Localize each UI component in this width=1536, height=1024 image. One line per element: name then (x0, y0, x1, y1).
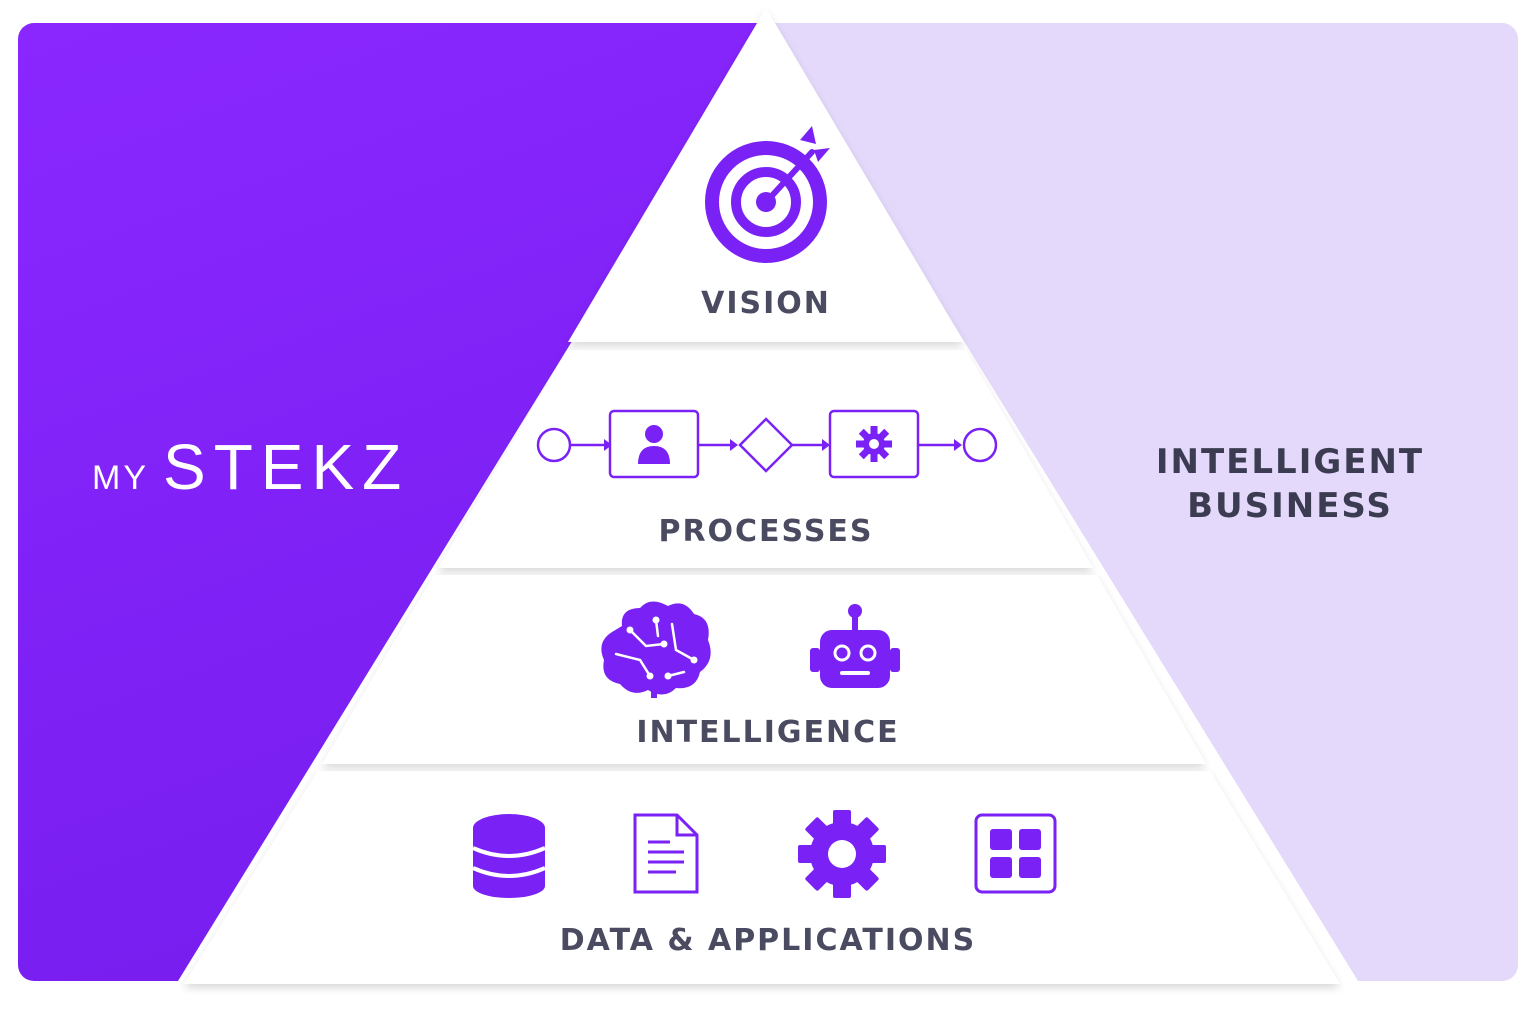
document-icon (633, 813, 699, 894)
process-flow (536, 409, 998, 479)
gateway-icon (738, 417, 794, 473)
tier-intelligence (322, 575, 1206, 764)
robot-icon (810, 604, 900, 688)
brain-icon (601, 601, 711, 698)
tier-label-processes: PROCESSES (658, 514, 874, 549)
tier-label-data-applications: DATA & APPLICATIONS (559, 923, 977, 958)
database-icon (472, 814, 546, 898)
start-event-icon (536, 427, 572, 463)
user-task-icon (608, 409, 700, 479)
tagline: INTELLIGENT BUSINESS (1130, 440, 1450, 528)
brand-logo: MY STEKZ (92, 430, 409, 504)
brand-prefix: MY (92, 459, 149, 497)
tier-label-intelligence: INTELLIGENCE (636, 715, 900, 750)
apps-grid-icon (974, 813, 1057, 894)
tagline-line-1: INTELLIGENT (1155, 442, 1425, 482)
target-icon (705, 126, 830, 263)
end-event-icon (962, 427, 998, 463)
brand-name: STEKZ (163, 431, 410, 503)
tier-label-vision: VISION (701, 286, 831, 321)
gear-icon (798, 810, 886, 898)
service-task-icon (828, 409, 920, 479)
tagline-line-2: BUSINESS (1187, 486, 1393, 526)
